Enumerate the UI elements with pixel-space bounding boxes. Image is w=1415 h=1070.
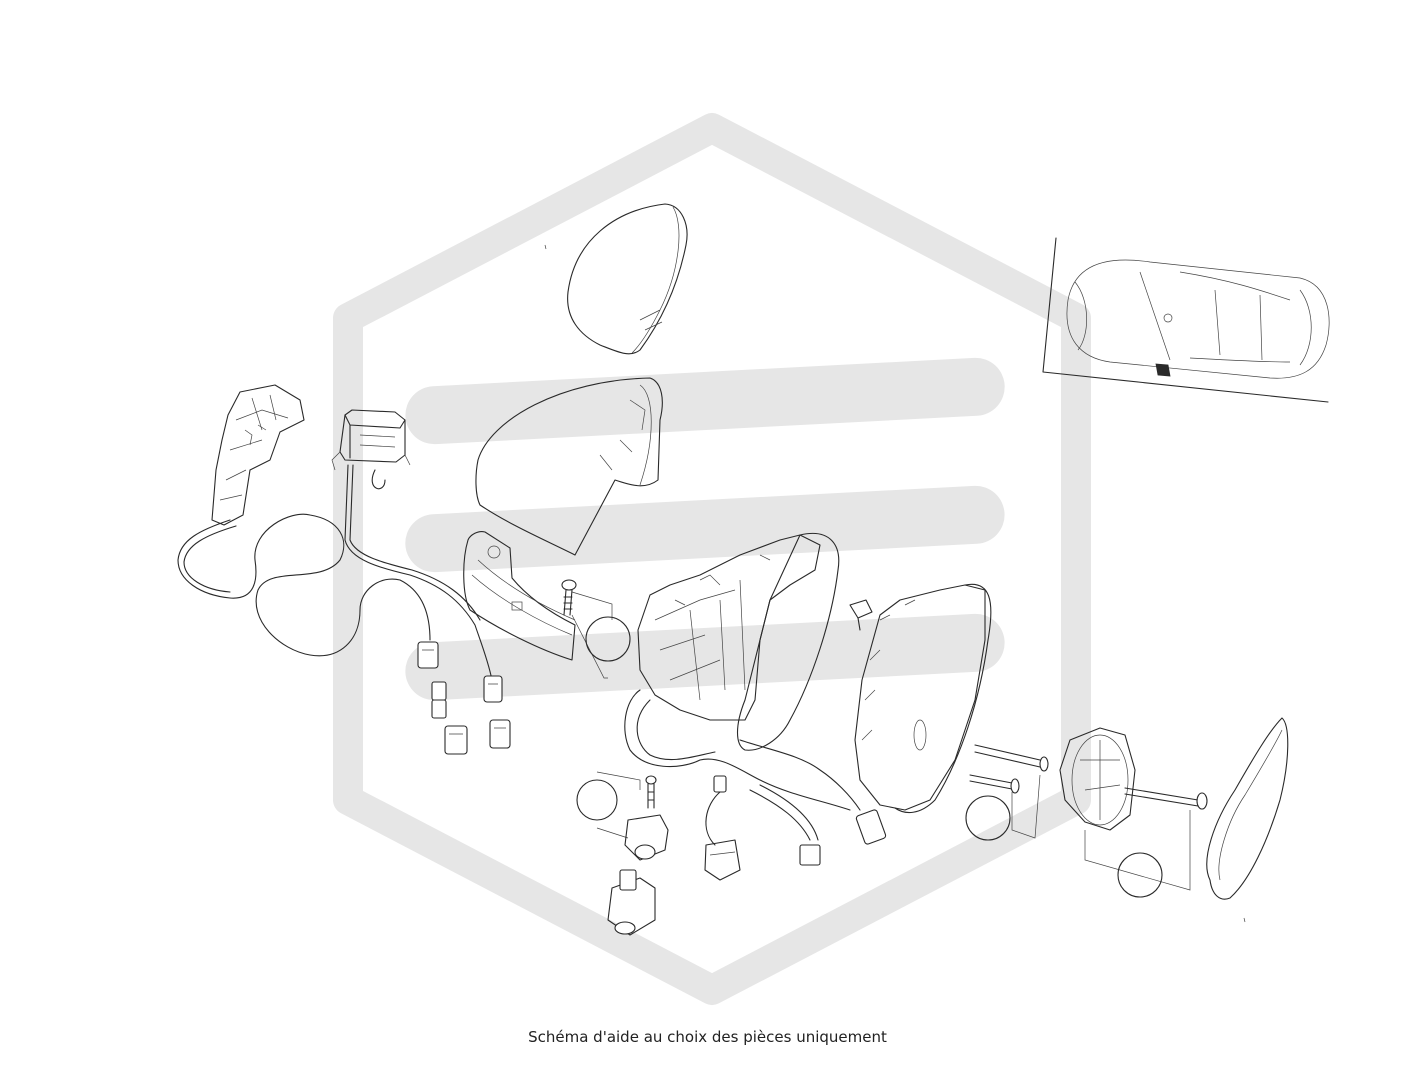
camera-module bbox=[576, 771, 669, 936]
harness-bracket bbox=[211, 384, 305, 526]
mirror-cap-outer bbox=[567, 203, 688, 355]
watermark-logo bbox=[333, 113, 1091, 1005]
mirror-base bbox=[637, 532, 840, 751]
control-module bbox=[331, 409, 411, 471]
screw-callout-2 bbox=[965, 744, 1049, 841]
sensor bbox=[704, 775, 741, 881]
mirror-glass bbox=[1206, 717, 1289, 900]
wiring-harness bbox=[177, 464, 861, 841]
frame-clip bbox=[849, 599, 873, 631]
mirror-housing-cover bbox=[475, 377, 663, 556]
vehicle-location-inset bbox=[1042, 237, 1330, 403]
mirror-motor bbox=[1059, 727, 1208, 898]
connectors bbox=[417, 641, 887, 866]
turn-signal-indicator bbox=[463, 531, 576, 661]
stray-marks bbox=[544, 244, 1246, 923]
mirror-frame bbox=[854, 583, 992, 814]
screw-callout-1 bbox=[561, 579, 631, 679]
diagram-caption: Schéma d'aide au choix des pièces unique… bbox=[528, 1028, 887, 1046]
